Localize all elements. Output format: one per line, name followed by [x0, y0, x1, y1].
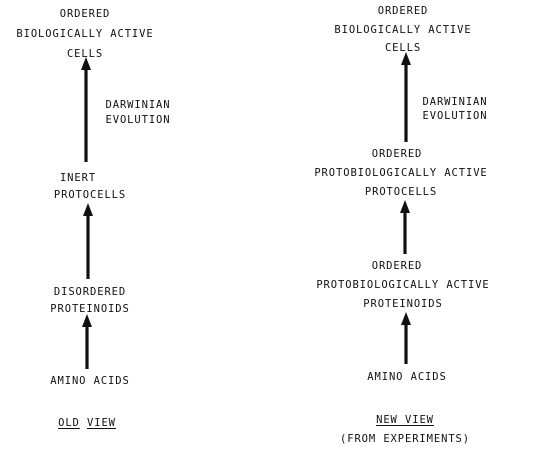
old-view-caption: OLD VIEW — [58, 417, 116, 429]
old-proteinoids-line-2: PROTEINOIDS — [50, 303, 130, 315]
new-proteinoids-line-3: PROTEINOIDS — [363, 298, 443, 310]
new-cells-line-3: CELLS — [384, 42, 422, 54]
new-amino-acids: AMINO ACIDS — [367, 371, 447, 383]
new-proteinoids-line-2: PROTOBIOLOGICALLY ACTIVE — [316, 279, 490, 291]
old-proteinoids-line-1: DISORDERED — [53, 286, 127, 298]
new-view-caption: NEW VIEW — [376, 414, 434, 426]
old-caption-word-1: OLD — [58, 417, 80, 429]
old-protocells-line-2: PROTOCELLS — [53, 189, 127, 201]
old-amino-acids: AMINO ACIDS — [50, 375, 130, 387]
new-view-sub-caption: (FROM EXPERIMENTS) — [340, 433, 470, 445]
new-arrow-to-proteinoids — [401, 312, 411, 364]
new-arrow-to-protocells — [400, 200, 410, 254]
old-arrow-label-line-2: EVOLUTION — [105, 114, 171, 126]
new-arrow-evolution — [401, 52, 411, 142]
old-arrow-label-line-1: DARWINIAN — [105, 99, 171, 111]
old-protocells-line-1: INERT — [59, 172, 97, 184]
old-cells-line-2: BIOLOGICALLY ACTIVE — [16, 28, 154, 40]
new-protocells-line-3: PROTOCELLS — [364, 186, 438, 198]
new-cells-line-2: BIOLOGICALLY ACTIVE — [334, 24, 472, 36]
new-arrow-label-line-2: EVOLUTION — [422, 110, 488, 122]
old-arrow-to-protocells — [83, 203, 93, 279]
new-arrow-label-line-1: DARWINIAN — [422, 96, 488, 108]
new-cells-line-1: ORDERED — [377, 5, 429, 17]
old-arrow-evolution — [81, 57, 91, 162]
new-protocells-line-1: ORDERED — [371, 148, 423, 160]
new-proteinoids-line-1: ORDERED — [371, 260, 423, 272]
old-cells-line-1: ORDERED — [59, 8, 111, 20]
old-arrow-to-proteinoids — [82, 314, 92, 369]
old-caption-word-2: VIEW — [87, 417, 116, 429]
old-cells-line-3: CELLS — [66, 48, 104, 60]
new-protocells-line-2: PROTOBIOLOGICALLY ACTIVE — [314, 167, 488, 179]
